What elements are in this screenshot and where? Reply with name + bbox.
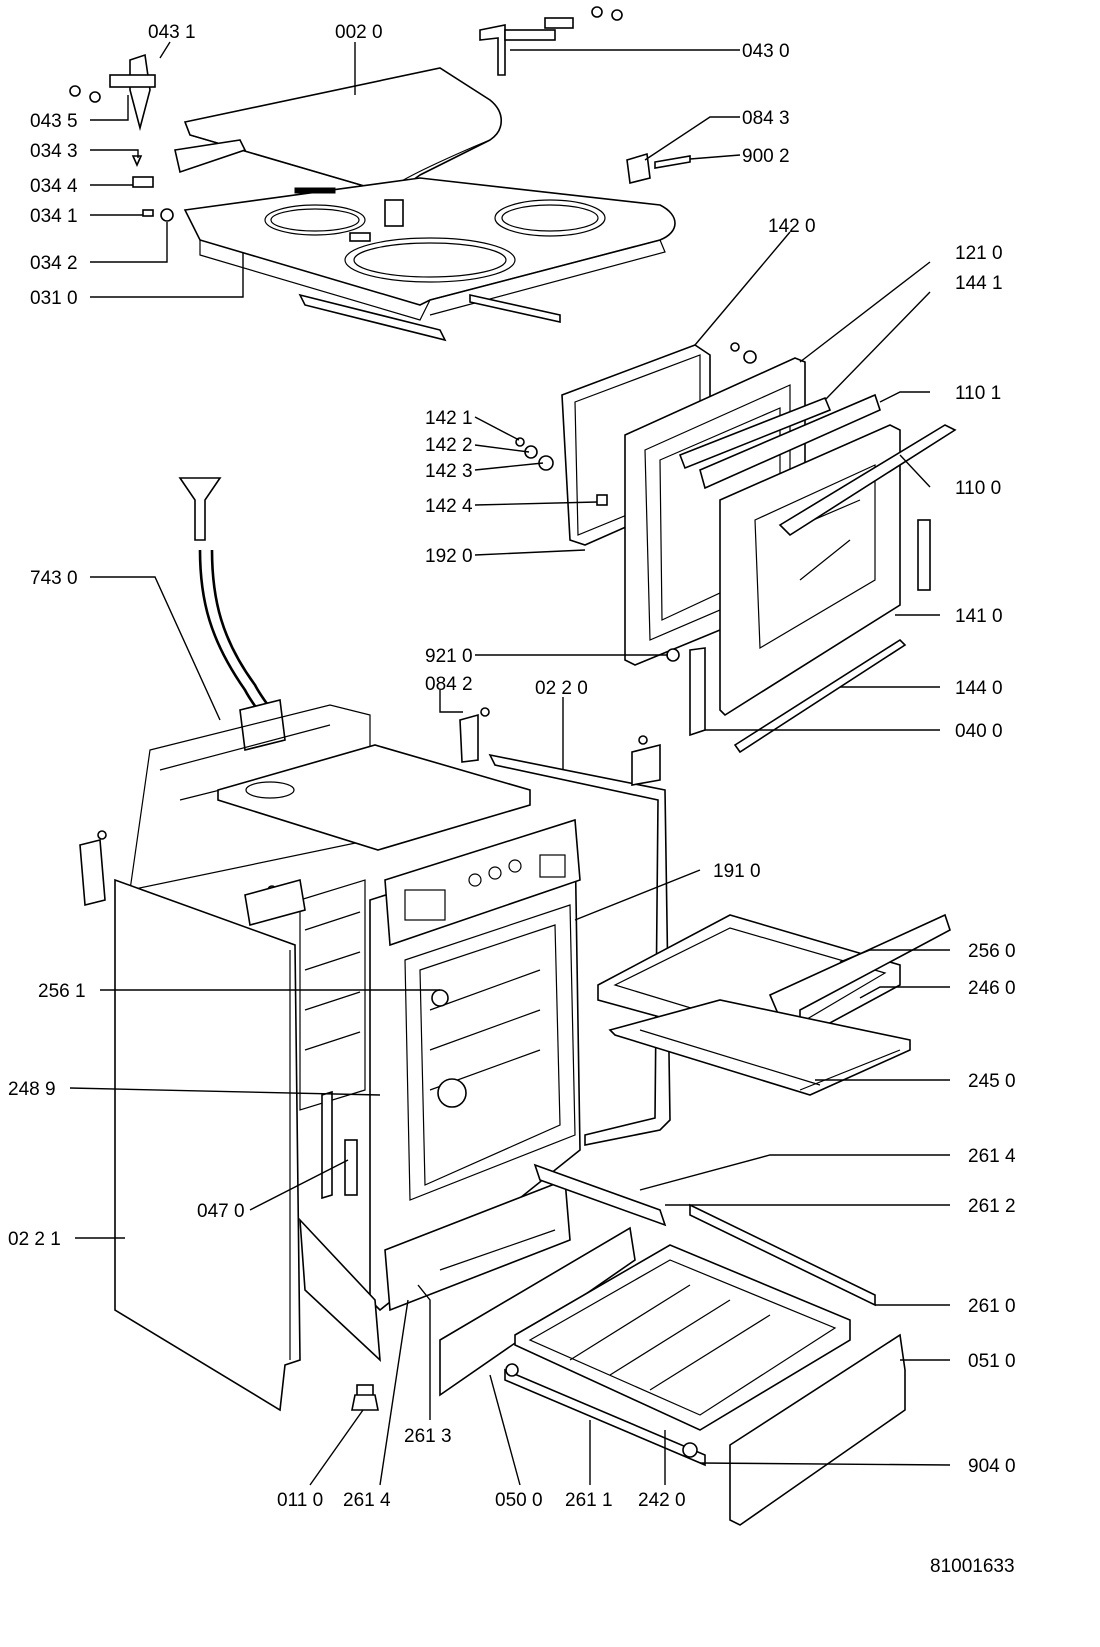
label-256-0: 256 0 bbox=[968, 941, 1016, 962]
drawer-slide-rail bbox=[504, 1363, 706, 1467]
cabinet-base-frame bbox=[299, 1178, 571, 1362]
leader-lines bbox=[69, 41, 951, 1486]
label-031-0: 031 0 bbox=[30, 288, 78, 309]
label-051-0: 051 0 bbox=[968, 1351, 1016, 1372]
document-number: 81001633 bbox=[930, 1556, 1015, 1577]
hob-hinge-right bbox=[479, 6, 623, 76]
oven-door-handle bbox=[778, 424, 957, 537]
gas-hose bbox=[178, 477, 286, 751]
label-142-1: 142 1 bbox=[425, 408, 473, 429]
label-261-2: 261 2 bbox=[968, 1196, 1016, 1217]
label-142-3: 142 3 bbox=[425, 461, 473, 482]
label-034-1: 034 1 bbox=[30, 206, 78, 227]
cabinet-top-panel bbox=[217, 744, 531, 851]
label-142-0: 142 0 bbox=[768, 216, 816, 237]
adjustable-foot bbox=[351, 1384, 379, 1411]
label-050-0: 050 0 bbox=[495, 1490, 543, 1511]
label-743-0: 743 0 bbox=[30, 568, 78, 589]
cabinet-misc-brackets bbox=[79, 707, 661, 927]
label-192-0: 192 0 bbox=[425, 546, 473, 567]
label-034-2: 034 2 bbox=[30, 253, 78, 274]
oven-rail-047 bbox=[344, 1139, 358, 1196]
label-043-0: 043 0 bbox=[742, 41, 790, 62]
hob-support-strips bbox=[174, 139, 561, 342]
cabinet-left-side-panel bbox=[114, 878, 301, 1412]
label-034-3: 034 3 bbox=[30, 141, 78, 162]
hob-small-parts bbox=[131, 152, 691, 242]
label-142-2: 142 2 bbox=[425, 435, 473, 456]
label-261-4-upper: 261 4 bbox=[968, 1146, 1016, 1167]
label-142-4: 142 4 bbox=[425, 496, 473, 517]
label-011-0: 011 0 bbox=[277, 1490, 323, 1511]
label-110-0: 110 0 bbox=[955, 478, 1001, 499]
label-144-1: 144 1 bbox=[955, 273, 1003, 294]
label-002-0: 002 0 bbox=[335, 22, 383, 43]
drawer-side-panel bbox=[439, 1226, 636, 1397]
label-144-0: 144 0 bbox=[955, 678, 1003, 699]
drawer-front-panel bbox=[729, 1333, 906, 1526]
label-022-1: 02 2 1 bbox=[8, 1229, 61, 1250]
label-084-3: 084 3 bbox=[742, 108, 790, 129]
label-084-2: 084 2 bbox=[425, 674, 473, 695]
label-261-0: 261 0 bbox=[968, 1296, 1016, 1317]
hob-top-plate bbox=[183, 177, 676, 321]
label-040-0: 040 0 bbox=[955, 721, 1003, 742]
label-921-0: 921 0 bbox=[425, 646, 473, 667]
oven-control-panel bbox=[384, 818, 581, 947]
label-261-4-lower: 261 4 bbox=[343, 1490, 391, 1511]
label-261-3: 261 3 bbox=[404, 1426, 452, 1447]
hob-cover-lid bbox=[183, 67, 503, 196]
label-022-0: 02 2 0 bbox=[535, 678, 588, 699]
oven-door-screws bbox=[515, 342, 757, 662]
label-034-4: 034 4 bbox=[30, 176, 78, 197]
label-261-1: 261 1 bbox=[565, 1490, 613, 1511]
label-110-1: 110 1 bbox=[955, 383, 1001, 404]
label-242-0: 242 0 bbox=[638, 1490, 686, 1511]
label-904-0: 904 0 bbox=[968, 1456, 1016, 1477]
label-245-0: 245 0 bbox=[968, 1071, 1016, 1092]
oven-door-bottom-strip bbox=[733, 638, 907, 754]
label-043-5: 043 5 bbox=[30, 111, 78, 132]
label-141-0: 141 0 bbox=[955, 606, 1003, 627]
oven-door-liners bbox=[678, 393, 881, 490]
hob-hinge-left bbox=[69, 53, 156, 132]
label-256-1: 256 1 bbox=[38, 981, 86, 1002]
label-246-0: 246 0 bbox=[968, 978, 1016, 999]
label-900-2: 900 2 bbox=[742, 146, 790, 167]
drawer-tray bbox=[514, 1244, 851, 1431]
oven-rack-shelf bbox=[608, 999, 911, 1096]
label-248-9: 248 9 bbox=[8, 1079, 56, 1100]
oven-door-hinges bbox=[689, 519, 931, 737]
label-043-1: 043 1 bbox=[148, 22, 196, 43]
label-121-0: 121 0 bbox=[955, 243, 1003, 264]
label-191-0: 191 0 bbox=[713, 861, 761, 882]
part-labels: 043 1 002 0 043 0 043 5 034 3 034 4 034 … bbox=[8, 22, 1016, 1577]
label-047-0: 047 0 bbox=[197, 1201, 245, 1222]
